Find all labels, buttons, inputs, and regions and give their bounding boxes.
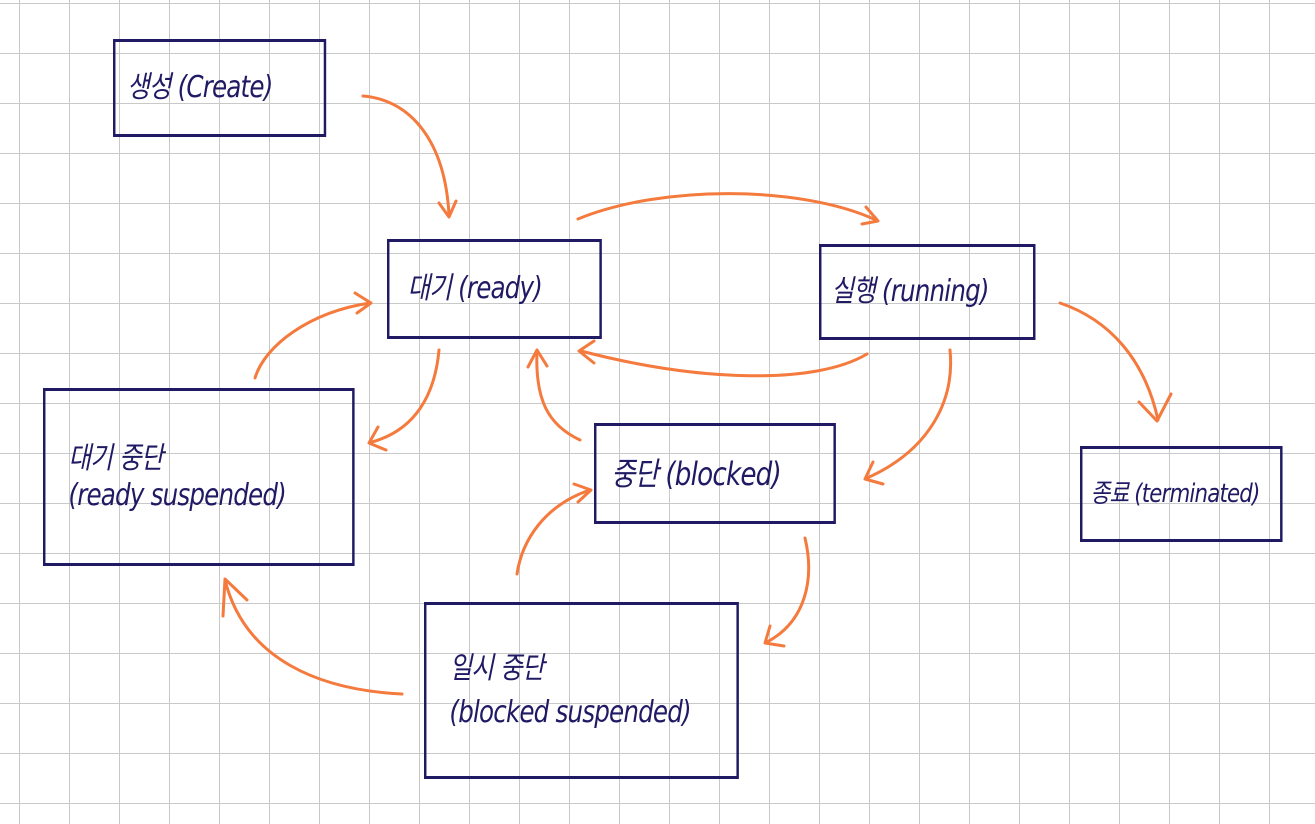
arrow-ready-to-ready-suspended bbox=[367, 348, 441, 452]
state-blocked: 중단 (blocked) bbox=[594, 423, 836, 524]
state-blocked-suspended-label-ko: 일시 중단 bbox=[449, 651, 544, 686]
state-ready: 대기 (ready) bbox=[387, 239, 602, 339]
state-ready-suspended-label-ko: 대기 중단 bbox=[68, 440, 163, 476]
state-blocked-label: 중단 (blocked) bbox=[611, 454, 782, 493]
arrow-blocked-suspended-to-blocked bbox=[515, 482, 593, 576]
state-create: 생성 (Create) bbox=[113, 39, 327, 137]
arrow-blocked-to-blocked-suspended bbox=[763, 536, 811, 648]
arrow-running-to-blocked bbox=[863, 348, 953, 486]
arrow-running-to-terminated bbox=[1058, 301, 1173, 423]
state-terminated-label: 종료 (terminated) bbox=[1090, 478, 1261, 509]
arrow-blocked-to-ready bbox=[526, 348, 582, 442]
state-blocked-suspended: 일시 중단 (blocked suspended) bbox=[424, 602, 739, 779]
state-running: 실행 (running) bbox=[819, 244, 1036, 340]
state-create-label: 생성 (Create) bbox=[126, 70, 273, 106]
arrow-ready-suspended-to-ready bbox=[253, 291, 373, 380]
arrow-create-to-ready bbox=[361, 94, 458, 219]
state-blocked-suspended-label-en: (blocked suspended) bbox=[449, 694, 691, 730]
state-running-label: 실행 (running) bbox=[831, 274, 989, 310]
state-terminated: 종료 (terminated) bbox=[1080, 446, 1283, 542]
state-ready-suspended: 대기 중단 (ready suspended) bbox=[43, 388, 355, 566]
arrow-blocked-suspended-to-ready-suspended bbox=[221, 577, 404, 696]
state-ready-label: 대기 (ready) bbox=[407, 271, 543, 307]
state-ready-suspended-label-en: (ready suspended) bbox=[68, 478, 286, 513]
arrow-ready-to-running bbox=[576, 192, 880, 226]
arrow-running-to-ready bbox=[577, 339, 869, 378]
